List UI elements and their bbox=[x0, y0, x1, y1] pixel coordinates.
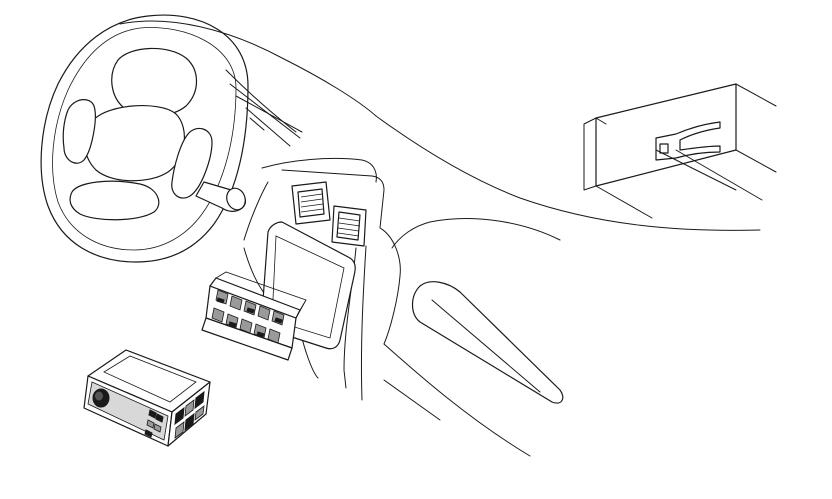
air-vents bbox=[291, 181, 367, 247]
sleeve-tabs bbox=[211, 289, 285, 344]
release-key bbox=[655, 121, 763, 201]
head-unit-side-detail bbox=[174, 390, 205, 439]
faceplate-buttons bbox=[144, 409, 164, 438]
steering-wheel bbox=[40, 14, 249, 263]
head-unit bbox=[83, 349, 211, 447]
release-key-detail bbox=[583, 83, 777, 219]
mounting-sleeve bbox=[201, 271, 307, 361]
volume-knob bbox=[92, 388, 110, 408]
